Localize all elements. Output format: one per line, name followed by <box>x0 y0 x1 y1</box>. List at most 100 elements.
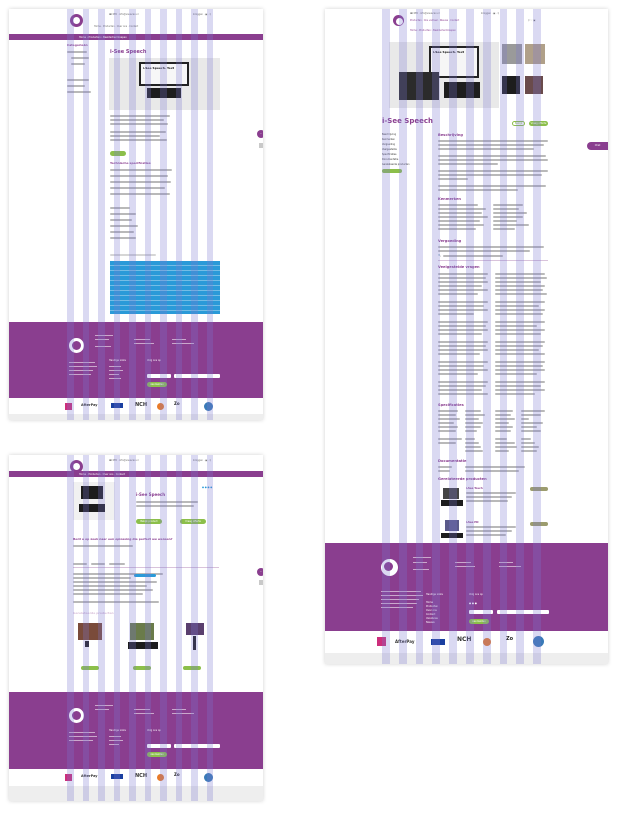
footer-follow-heading: Volg ons op <box>469 593 483 596</box>
main-menu[interactable]: Home · Producten · Over ons · Contact <box>79 472 125 476</box>
scroll-top-icon[interactable] <box>259 143 263 148</box>
newsletter-name-input[interactable] <box>147 374 171 378</box>
payment-logos: AfterPay NCH Zo <box>325 631 608 653</box>
section-kenmerken: Kenmerken <box>438 197 461 201</box>
related-product-2[interactable] <box>127 621 159 656</box>
site-logo[interactable] <box>70 460 83 473</box>
breadcrumb[interactable]: Home › Producten › Beeldschermloepen <box>410 29 456 32</box>
related-product-1-title[interactable]: i-See Touch <box>466 487 483 490</box>
specs-table <box>110 261 220 314</box>
chat-bubble-icon[interactable]: … <box>257 568 263 576</box>
related-2-button[interactable] <box>133 666 151 670</box>
newsletter-email-input[interactable] <box>174 744 220 748</box>
anchor-kenmerken[interactable]: Kenmerken <box>382 138 395 141</box>
quote-button[interactable]: Vraag offerte <box>529 121 548 126</box>
footer: Handige Links Home Producten Over ons Co… <box>325 543 608 631</box>
anchor-gerelateerd[interactable]: Gerelateerde producten <box>382 163 410 166</box>
bekijk-button[interactable]: Bekijk <box>512 121 525 126</box>
payment-logos: AfterPay NCH Zo <box>9 769 263 786</box>
footer: Handige Links Volg ons op Aanmelden <box>9 692 263 769</box>
social-icons[interactable]: ● ● ● <box>469 602 477 605</box>
payment-logos: AfterPay NCH Zo <box>9 398 263 414</box>
contact-info: ☎ 085 · info@visuscan.nl <box>410 12 440 15</box>
purple-nav-bar: Home · Producten · Over ons · Contact <box>9 471 263 477</box>
product-thumbnails[interactable] <box>500 42 548 108</box>
view-product-button[interactable]: Bekijk product <box>136 519 162 524</box>
account-links[interactable]: Inloggen · ▣ · ⚲ <box>193 13 212 16</box>
section-gerelateerd: Gerelateerde producten <box>438 477 487 481</box>
contact-info: ☎ 085 · info@visuscan.nl <box>109 13 139 16</box>
related-product-1-image[interactable] <box>441 487 463 507</box>
product-image[interactable]: i-See Speech. Text <box>109 58 220 110</box>
footer-link-1[interactable]: Home <box>426 601 434 604</box>
breadcrumb[interactable]: Home › Producten › Beeldschermloepen <box>79 35 127 39</box>
product-title: i-See Speech <box>110 49 147 55</box>
footer-link-6[interactable]: Nieuws <box>426 621 435 624</box>
section-documentatie: Documentatie <box>438 459 467 463</box>
newsletter-name-input[interactable] <box>469 610 493 614</box>
footer: Handige Links Volg ons op Aanmelden <box>9 322 263 398</box>
newsletter-button[interactable]: Aanmelden <box>147 752 167 757</box>
newsletter-email-input[interactable] <box>174 374 220 378</box>
footer-link-2[interactable]: Producten <box>426 605 439 608</box>
footer-logo[interactable] <box>69 338 84 353</box>
footer-link-3[interactable]: Over ons <box>426 609 437 612</box>
newsletter-name-input[interactable] <box>147 744 171 748</box>
main-menu[interactable]: Home · Producten · Over ons · Contact <box>94 25 139 28</box>
newsletter-button[interactable]: Aanmelden <box>147 382 167 387</box>
link-badge[interactable] <box>134 574 156 577</box>
anchor-veelgestelde[interactable]: Veelgestelde <box>382 148 397 151</box>
footer-follow-heading: Volg ons op <box>147 729 161 732</box>
section-faq: Veelgestelde vragen <box>438 265 480 269</box>
newsletter-button[interactable]: Aanmelden <box>469 619 489 624</box>
anchor-vergoeding[interactable]: Vergoeding <box>382 143 395 146</box>
header-icons[interactable]: ⚲ ♡ ▣ <box>528 19 536 22</box>
footer-links-heading: Handige Links <box>109 359 126 362</box>
footer-links-heading: Handige Links <box>426 593 443 596</box>
section-beschrijving: Beschrijving <box>438 133 463 137</box>
chat-bubble-icon[interactable]: … <box>257 130 263 138</box>
page-thumbnail-product-overview: ☎ 085 · info@visuscan.nl Inloggen · ▣ · … <box>9 455 263 801</box>
related-1-button[interactable] <box>530 487 548 491</box>
related-1-button[interactable] <box>81 666 99 670</box>
anchor-beschrijving[interactable]: Beschrijving <box>382 133 397 136</box>
question-heading: Bent u op zoek naar een oplossing die pe… <box>73 537 173 541</box>
footer-link-4[interactable]: Contact <box>426 613 436 616</box>
share-icons[interactable]: ● ● ● ● <box>202 486 213 489</box>
anchor-specificaties[interactable]: Specificaties <box>382 153 397 156</box>
related-product-3[interactable] <box>181 621 209 656</box>
footer-follow-heading: Volg ons op <box>147 359 161 362</box>
scroll-top-icon[interactable] <box>259 580 263 585</box>
account-links[interactable]: Inloggen · ▣ · ⚲ <box>481 12 500 15</box>
related-product-2-image[interactable] <box>441 519 463 539</box>
page-thumbnail-product-full: ☎ 085 · info@visuscan.nl Inloggen · ▣ · … <box>325 9 608 664</box>
page-thumbnail-product-detail: ☎ 085 · info@visuscan.nl Inloggen · ▣ · … <box>9 9 263 420</box>
site-logo[interactable] <box>393 15 404 26</box>
related-2-button[interactable] <box>530 522 548 526</box>
order-button[interactable] <box>110 151 126 156</box>
product-thumb-gallery[interactable] <box>73 482 115 520</box>
related-3-button[interactable] <box>183 666 201 670</box>
site-logo[interactable] <box>70 14 83 27</box>
footer-links-heading: Handige Links <box>109 729 126 732</box>
sidebar-heading: Categorieën <box>67 43 88 47</box>
product-title: i-See Speech <box>136 492 166 497</box>
quote-button[interactable]: Vraag offerte <box>180 519 206 524</box>
newsletter-email-input[interactable] <box>497 610 549 614</box>
screen-caption: i-See Speech. Text <box>143 66 175 70</box>
product-image-main[interactable]: i-See Speech. Text <box>389 42 499 108</box>
product-title: i-See Speech <box>382 117 433 125</box>
footer-logo[interactable] <box>69 708 84 723</box>
vergoeding-link[interactable]: 🔍 <box>438 254 441 257</box>
related-product-2-title[interactable]: i-See HD <box>466 521 479 524</box>
sidebar-cta-button[interactable] <box>382 169 402 173</box>
footer-link-5[interactable]: Vacatures <box>426 617 438 620</box>
contact-info: ☎ 085 · info@visuscan.nl <box>109 459 139 462</box>
footer-logo[interactable] <box>381 559 398 576</box>
chat-tab[interactable]: Chat <box>587 142 608 150</box>
account-links[interactable]: Inloggen · ▣ · ⚲ <box>193 459 212 462</box>
section-specificaties: Specificaties <box>438 403 464 407</box>
main-menu[interactable]: Producten · Ons verhaal · Nieuws · Conta… <box>410 19 460 22</box>
related-product-1[interactable] <box>75 621 105 656</box>
anchor-documentatie[interactable]: Documentatie <box>382 158 399 161</box>
